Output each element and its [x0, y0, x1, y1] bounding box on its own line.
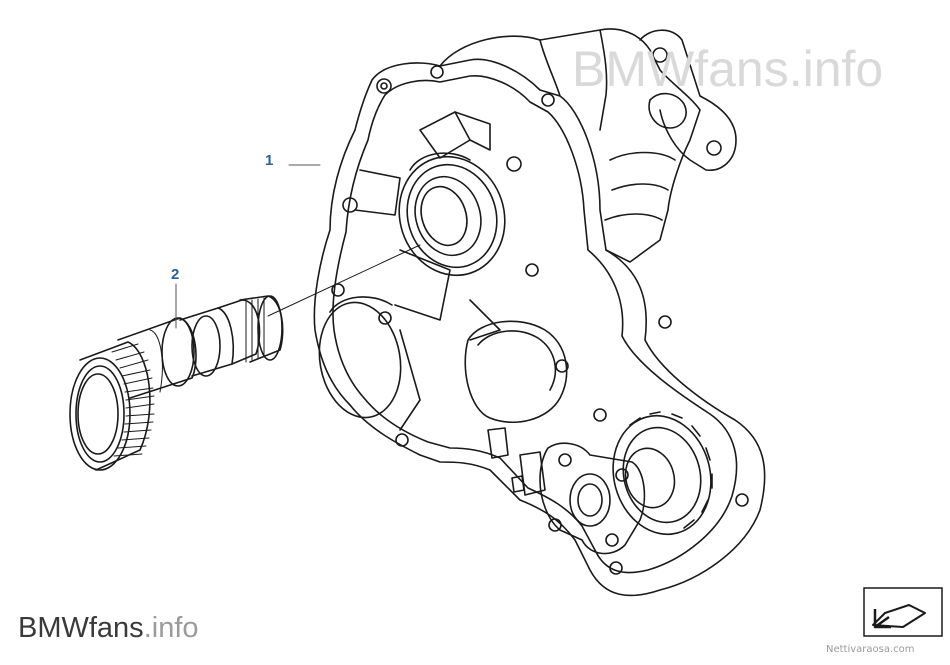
- output-shaft: [69, 295, 284, 471]
- return-arrow-icon[interactable]: [863, 587, 943, 637]
- transfer-case-housing: [267, 28, 766, 597]
- callout-part-2[interactable]: 2: [171, 266, 180, 283]
- watermark-corner: Nettivaraosa.com: [826, 644, 915, 655]
- watermark-bottom-suffix: .info: [143, 612, 199, 644]
- return-arrow-icon-graphic: [863, 587, 943, 637]
- watermark-bottom-brand: BMWfans: [18, 612, 144, 644]
- callout-part-1[interactable]: 1: [265, 152, 274, 169]
- watermark-top: BMWfans.info: [572, 41, 884, 97]
- watermark-bottom: BMWfans.info: [18, 612, 199, 645]
